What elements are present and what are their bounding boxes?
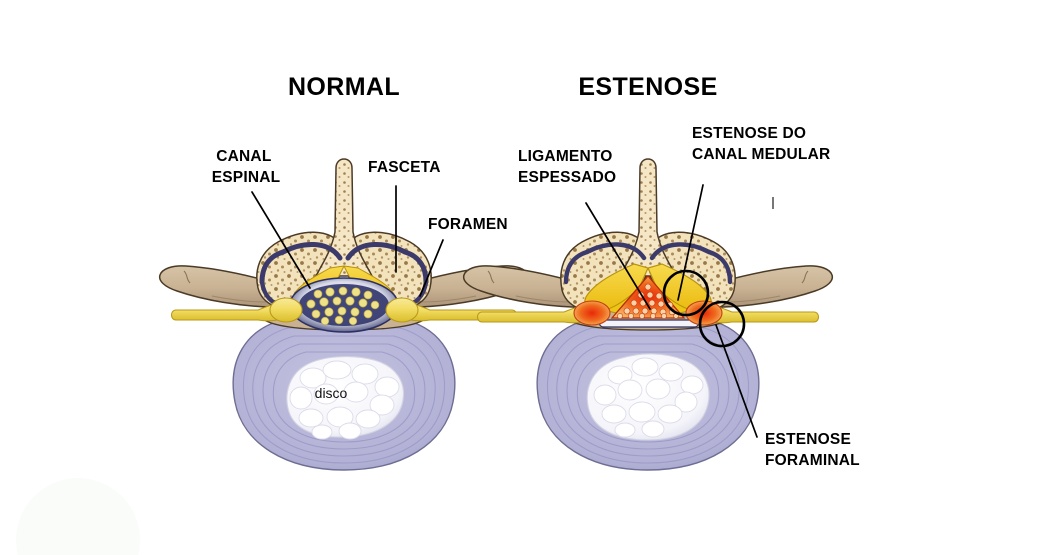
disc-normal: disco — [232, 319, 456, 471]
label-estenose-foraminal: ESTENOSE FORAMINAL — [765, 431, 860, 469]
nerve-root-left-estenose — [476, 300, 611, 326]
label-estenose-canal-medular: ESTENOSE DO CANAL MEDULAR — [692, 125, 830, 163]
watermark-circle — [16, 478, 140, 555]
spinal-canal-normal — [289, 277, 399, 333]
leader-estenose-foraminal — [715, 324, 758, 438]
leader-foramen — [419, 239, 444, 297]
label-canal-espinal: CANAL ESPINAL — [212, 148, 281, 186]
disc-estenose — [536, 319, 760, 471]
label-ligamento-espessado: LIGAMENTO ESPESSADO — [518, 148, 617, 186]
canal-stenosis-circle — [662, 269, 710, 317]
vertebra-estenose — [462, 158, 834, 471]
foraminal-stenosis-circle — [698, 300, 746, 348]
leader-estenose-canal-medular — [677, 184, 704, 301]
stray-mark — [772, 197, 774, 209]
disc-label-normal: disco — [315, 385, 348, 401]
label-fasceta: FASCETA — [368, 159, 441, 176]
panel-title-estenose: ESTENOSE — [578, 73, 717, 101]
leader-canal-espinal — [251, 191, 311, 289]
label-foramen: FORAMEN — [428, 216, 508, 233]
panel-title-normal: NORMAL — [288, 73, 400, 101]
nerve-root-left-normal — [170, 297, 303, 323]
leader-ligamento-espessado — [585, 202, 651, 310]
